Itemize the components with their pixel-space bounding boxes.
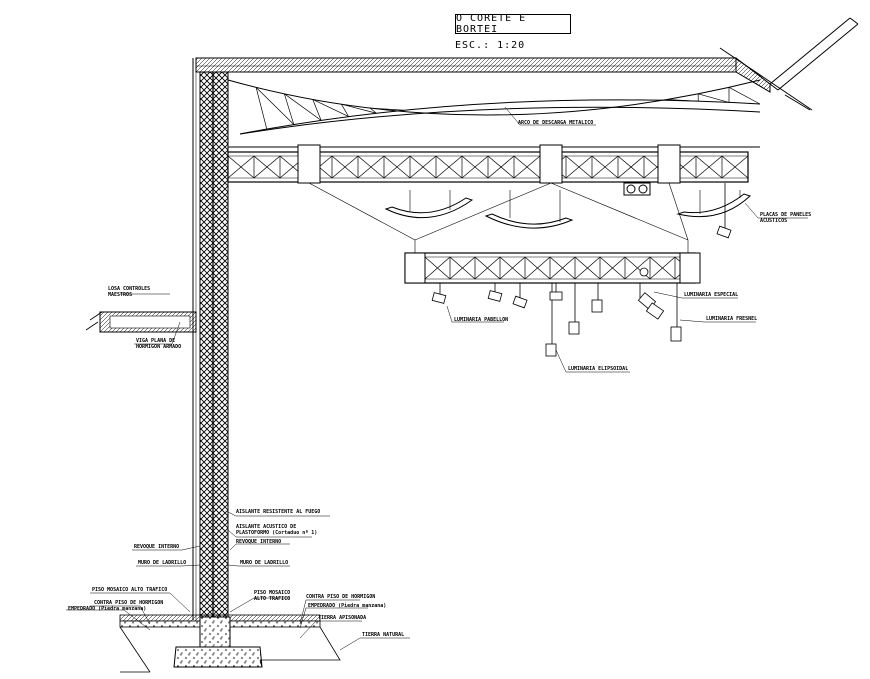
label-revoque-interno-right: REVOQUE INTERNO bbox=[236, 539, 282, 545]
label-tierra-natural: TIERRA NATURAL bbox=[362, 632, 405, 638]
label-muro-left: MURO DE LADRILLO bbox=[138, 560, 187, 566]
label-placas: PLACAS DE PANELES ACUSTICOS bbox=[760, 212, 812, 224]
label-luminaria-pabellon: LUMINARIA PABELLON bbox=[454, 317, 509, 323]
leader-lines bbox=[66, 106, 808, 651]
label-revoque-interno-left: REVOQUE INTERNO bbox=[134, 544, 180, 550]
label-empedrado-left: EMPEDRADO (Piedra manzana) bbox=[68, 606, 147, 612]
label-luminaria-elipsoidal: LUMINARIA ELIPSOIDAL bbox=[568, 366, 629, 372]
acoustic-panels bbox=[384, 190, 751, 229]
label-contrapiso-right: CONTRA PISO DE HORMIGON bbox=[306, 594, 376, 600]
drawing-scale: ESC.: 1:20 bbox=[455, 40, 526, 51]
label-arco: ARCO DE DESCARGA METALICO bbox=[518, 120, 594, 126]
hoist-blocks bbox=[297, 144, 681, 196]
label-luminaria-fresnel: LUMINARIA FRESNEL bbox=[706, 316, 758, 322]
label-luminaria-especial: LUMINARIA ESPECIAL bbox=[684, 292, 739, 298]
label-muro-right: MURO DE LADRILLO bbox=[240, 560, 289, 566]
arch-truss bbox=[227, 79, 761, 135]
label-piso-right: PISO MOSAICO ALTO TRAFICO bbox=[254, 590, 291, 602]
label-aislante-acustico: AISLANTE ACUSTICO DE PLASTOFORMO (Cortad… bbox=[236, 524, 318, 536]
roof-slab bbox=[195, 17, 859, 111]
luminaires bbox=[431, 183, 732, 357]
floor-foundation bbox=[119, 614, 341, 673]
main-wall bbox=[192, 58, 229, 621]
drawing-title: O CORETE E BORTEI bbox=[455, 13, 571, 35]
label-tierra-apisonada: TIERRA APISONADA bbox=[318, 615, 367, 621]
label-contrapiso-left: CONTRA PISO DE HORMIGON bbox=[94, 600, 164, 606]
control-slab bbox=[85, 311, 197, 333]
label-empedrado-right: EMPEDRADO (Piedra manzana) bbox=[308, 603, 387, 609]
label-losa: LOSA CONTROLES MAESTROS bbox=[108, 286, 151, 298]
lower-truss bbox=[404, 252, 701, 284]
label-aislante-fuego: AISLANTE RESISTENTE AL FUEGO bbox=[236, 509, 321, 515]
label-viga: VIGA PLANA DE HORMIGON ARMADO bbox=[136, 338, 182, 350]
suspension-cables bbox=[308, 182, 689, 253]
label-piso-left: PISO MOSAICO ALTO TRAFICO bbox=[92, 587, 168, 593]
